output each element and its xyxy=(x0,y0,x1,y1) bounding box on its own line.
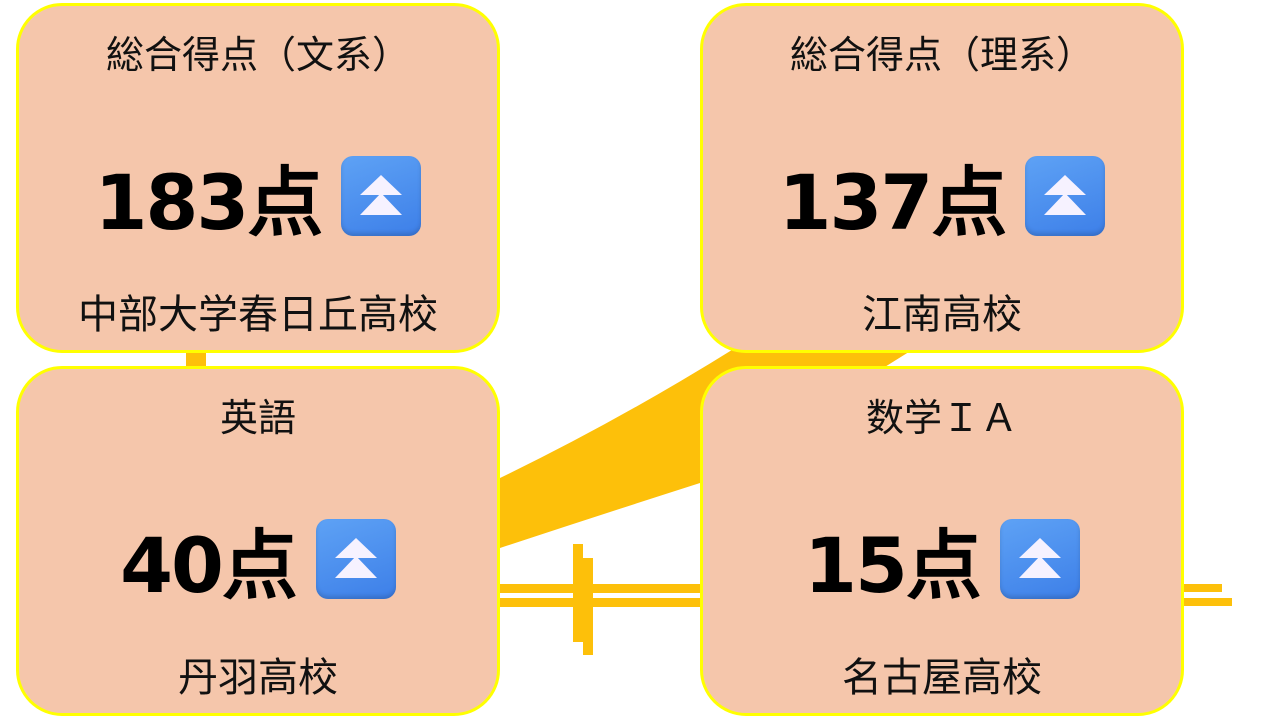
score-value: 137点 xyxy=(778,158,1008,247)
score-value: 183点 xyxy=(94,158,324,247)
rail-line xyxy=(500,584,700,593)
score-card-english: 英語 40点 丹羽高校 xyxy=(16,366,500,716)
school-name: 中部大学春日丘高校 xyxy=(78,292,438,338)
score-card-math: 数学ＩＡ 15点 名古屋高校 xyxy=(700,366,1184,716)
double-up-arrow-icon xyxy=(999,519,1080,599)
score-value: 40点 xyxy=(120,521,298,610)
card-title: 英語 xyxy=(219,396,296,440)
rail-line xyxy=(1184,598,1232,606)
double-up-arrow-icon xyxy=(315,519,396,599)
score-card-science: 総合得点（理系） 137点 江南高校 xyxy=(700,3,1184,353)
school-name: 江南高校 xyxy=(862,292,1022,338)
double-up-arrow-icon xyxy=(341,156,422,236)
card-title: 総合得点（理系） xyxy=(789,33,1094,77)
rail-line xyxy=(1184,584,1222,592)
score-value: 15点 xyxy=(804,521,982,610)
rail-crossbar xyxy=(573,544,593,655)
card-title: 数学ＩＡ xyxy=(865,396,1018,440)
rail-line xyxy=(500,598,700,607)
score-card-humanities: 総合得点（文系） 183点 中部大学春日丘高校 xyxy=(16,3,500,353)
double-up-arrow-icon xyxy=(1025,156,1106,236)
school-name: 丹羽高校 xyxy=(178,655,338,701)
connector-bar xyxy=(186,350,206,370)
school-name: 名古屋高校 xyxy=(842,655,1042,701)
card-title: 総合得点（文系） xyxy=(105,33,410,77)
